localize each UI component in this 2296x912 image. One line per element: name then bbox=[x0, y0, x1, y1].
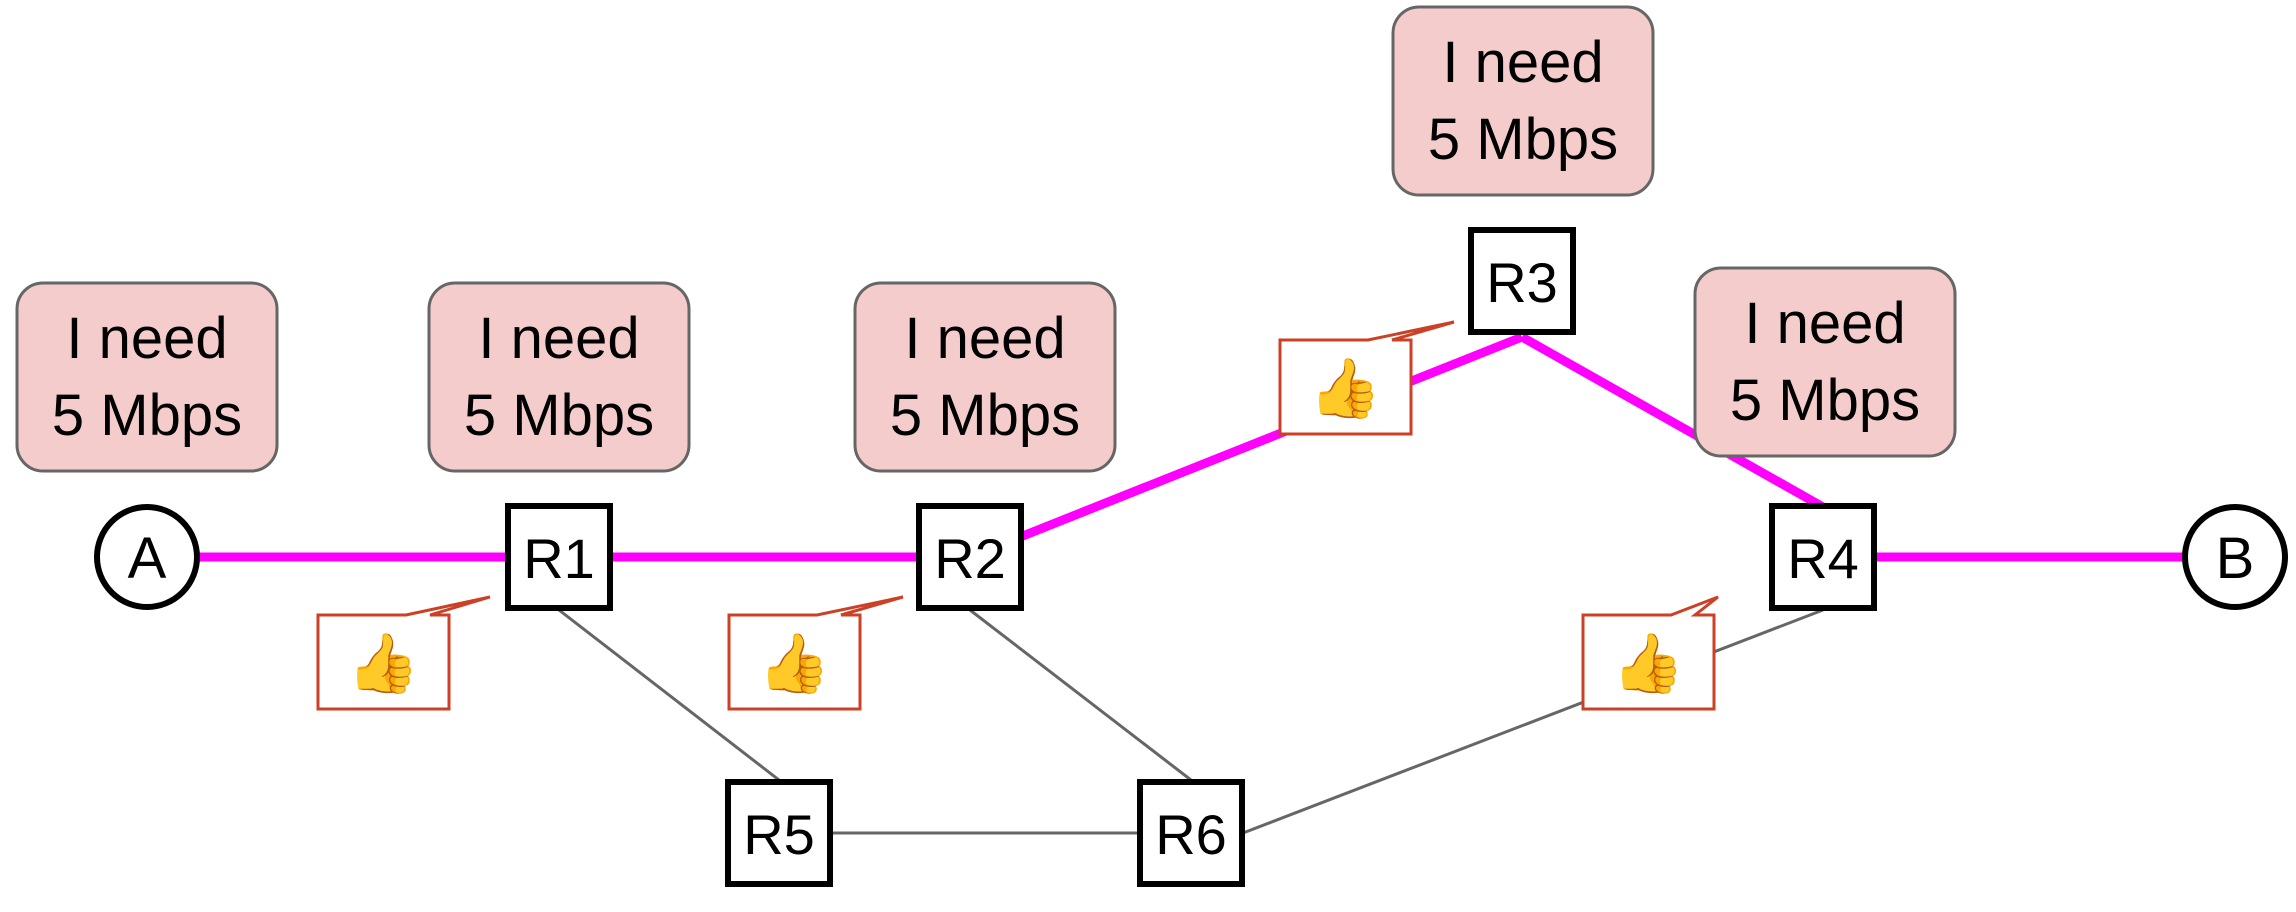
reserved-path-R3-R4 bbox=[1519, 333, 1826, 511]
router-r1: R1 bbox=[505, 503, 613, 611]
thumbs-up-icon: 👍 bbox=[347, 630, 419, 696]
request-line-2: 5 Mbps bbox=[890, 383, 1080, 448]
ack-callout-box bbox=[1278, 320, 1455, 436]
router-r5: R5 bbox=[725, 779, 833, 887]
router-r2: R2 bbox=[916, 503, 1024, 611]
link-R2-R6 bbox=[969, 608, 1192, 782]
request-line-1: I need bbox=[478, 306, 639, 371]
router-label: R4 bbox=[1787, 527, 1859, 590]
request-line-1: I need bbox=[1744, 291, 1905, 356]
ack-callout-r4: 👍 bbox=[1581, 595, 1719, 711]
thumbs-up-icon: 👍 bbox=[758, 630, 830, 696]
router-r6: R6 bbox=[1137, 779, 1245, 887]
request-line-1: I need bbox=[66, 306, 227, 371]
ack-callout-box bbox=[1581, 595, 1719, 711]
host-a: A bbox=[94, 504, 200, 610]
ack-callout-box bbox=[727, 595, 904, 711]
ack-callouts-layer: 👍 👍 👍 👍 bbox=[316, 320, 1719, 711]
request-callout-box bbox=[853, 281, 1117, 473]
router-box bbox=[1468, 227, 1576, 335]
request-callout-box bbox=[1391, 5, 1655, 197]
request-callout-r4: I need 5 Mbps bbox=[1693, 266, 1957, 458]
request-callout-r2: I need 5 Mbps bbox=[853, 281, 1117, 473]
reserved-path-R2-R3 bbox=[968, 332, 1524, 562]
link-R1-R5 bbox=[558, 608, 780, 782]
host-circle bbox=[94, 504, 200, 610]
request-line-2: 5 Mbps bbox=[52, 383, 242, 448]
ack-callout-box bbox=[316, 595, 491, 711]
ack-callout-r1: 👍 bbox=[316, 595, 491, 711]
request-callout-box bbox=[427, 281, 691, 473]
host-label: B bbox=[2216, 526, 2255, 591]
router-label: R2 bbox=[934, 527, 1006, 590]
router-box bbox=[725, 779, 833, 887]
router-label: R5 bbox=[743, 803, 815, 866]
links-layer bbox=[558, 608, 1824, 835]
request-line-2: 5 Mbps bbox=[1730, 368, 1920, 433]
ack-callout-r2: 👍 bbox=[727, 595, 904, 711]
request-line-2: 5 Mbps bbox=[1428, 107, 1618, 172]
request-callout-a: I need 5 Mbps bbox=[15, 281, 279, 473]
router-label: R1 bbox=[523, 527, 595, 590]
request-callout-r1: I need 5 Mbps bbox=[427, 281, 691, 473]
router-box bbox=[1137, 779, 1245, 887]
router-r3: R3 bbox=[1468, 227, 1576, 335]
reserved-path-layer bbox=[147, 332, 2235, 562]
request-callout-r3: I need 5 Mbps bbox=[1391, 5, 1655, 197]
request-callout-box bbox=[1693, 266, 1957, 458]
thumbs-up-icon: 👍 bbox=[1612, 630, 1684, 696]
link-R6-R4 bbox=[1242, 608, 1824, 835]
router-label: R6 bbox=[1155, 803, 1227, 866]
host-b: B bbox=[2182, 504, 2288, 610]
router-box bbox=[505, 503, 613, 611]
host-label: A bbox=[128, 526, 167, 591]
host-circle bbox=[2182, 504, 2288, 610]
router-r4: R4 bbox=[1769, 503, 1877, 611]
router-box bbox=[916, 503, 1024, 611]
request-line-1: I need bbox=[904, 306, 1065, 371]
request-line-1: I need bbox=[1442, 30, 1603, 95]
request-callout-box bbox=[15, 281, 279, 473]
ack-callout-r3: 👍 bbox=[1278, 320, 1455, 436]
router-label: R3 bbox=[1486, 251, 1558, 314]
thumbs-up-icon: 👍 bbox=[1309, 355, 1381, 421]
request-line-2: 5 Mbps bbox=[464, 383, 654, 448]
router-box bbox=[1769, 503, 1877, 611]
